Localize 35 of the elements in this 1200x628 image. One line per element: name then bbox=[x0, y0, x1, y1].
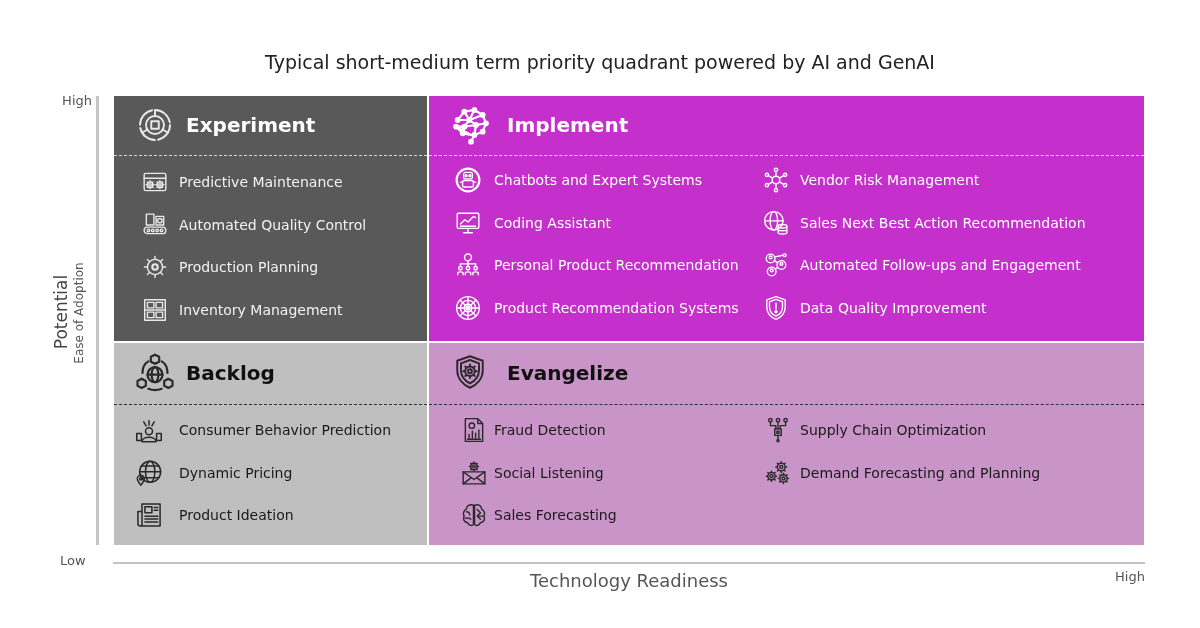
use-case-label: Personal Product Recommendation bbox=[494, 256, 739, 274]
use-case-label: Predictive Maintenance bbox=[179, 173, 343, 191]
use-case-label: Sales Next Best Action Recommendation bbox=[800, 214, 1086, 232]
quadrant-panel bbox=[114, 96, 427, 341]
quadrant-heading: Experiment bbox=[186, 113, 316, 137]
use-case-label: Demand Forecasting and Planning bbox=[800, 464, 1041, 482]
axis-title: Potential bbox=[51, 274, 71, 350]
use-case-label: Product Ideation bbox=[179, 506, 294, 524]
use-case-label: Chatbots and Expert Systems bbox=[494, 171, 703, 189]
use-case-label: Automated Follow-ups and Engagement bbox=[800, 256, 1081, 274]
quadrant-heading: Backlog bbox=[186, 361, 275, 385]
use-case-label: Inventory Management bbox=[179, 301, 343, 319]
use-case-label: Data Quality Improvement bbox=[800, 299, 987, 317]
use-case-label: Coding Assistant bbox=[494, 214, 612, 232]
axis-end-label: Low bbox=[60, 553, 86, 569]
use-case-label: Sales Forecasting bbox=[494, 506, 617, 524]
use-case-label: Consumer Behavior Prediction bbox=[179, 421, 391, 439]
quadrant-panel bbox=[114, 343, 427, 545]
axis-end-label: High bbox=[1115, 569, 1145, 585]
axis-subtitle: Ease of Adoption bbox=[72, 262, 86, 364]
axis-title: Technology Readiness bbox=[530, 570, 728, 592]
use-case-label: Vendor Risk Management bbox=[800, 171, 980, 189]
quadrant-heading: Evangelize bbox=[507, 361, 629, 385]
use-case-label: Supply Chain Optimization bbox=[800, 421, 987, 439]
use-case-label: Automated Quality Control bbox=[179, 216, 367, 234]
use-case-label: Product Recommendation Systems bbox=[494, 299, 739, 317]
axis-end-label: High bbox=[62, 93, 92, 109]
use-case-label: Fraud Detection bbox=[494, 421, 606, 439]
quadrant-panel bbox=[429, 96, 1144, 341]
quadrant-panel bbox=[429, 343, 1144, 545]
chart-title: Typical short-medium term priority quadrant powered by AI and GenAI bbox=[265, 50, 935, 74]
use-case-label: Production Planning bbox=[179, 258, 319, 276]
quadrant-heading: Implement bbox=[507, 113, 629, 137]
use-case-label: Dynamic Pricing bbox=[179, 464, 293, 482]
use-case-label: Social Listening bbox=[494, 464, 604, 482]
